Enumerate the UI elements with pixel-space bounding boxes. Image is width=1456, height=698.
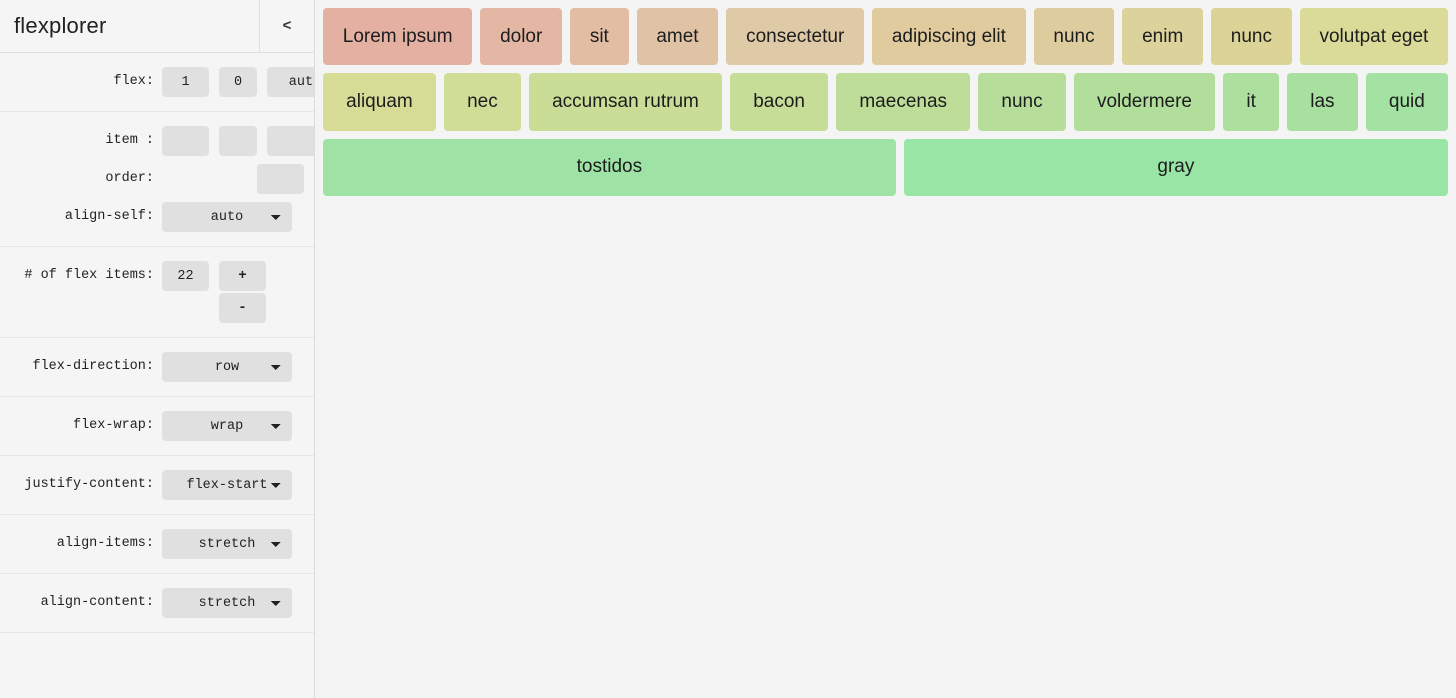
flex-item[interactable]: nec [443,73,521,131]
item-count-decrement-button[interactable]: - [219,293,266,323]
section-justify-content: justify-content: flex-startflex-endcente… [0,456,314,515]
flex-item[interactable]: nunc [1033,8,1115,66]
item-row: item : [0,122,314,160]
flex-item[interactable]: Lorem ipsum [323,8,473,66]
flex-item[interactable]: aliquam [323,73,436,131]
align-self-row: align-self: autoflex-startflex-endcenter… [0,198,314,236]
align-items-select[interactable]: flex-startflex-endcenterbaselinestretch [162,529,292,559]
flex-item[interactable]: bacon [730,73,829,131]
flex-item[interactable]: dolor [480,8,563,66]
align-content-label: align-content: [40,595,154,610]
flex-wrap-controls: nowrapwrapwrap-reverse [162,411,292,441]
order-row: order: [0,160,314,198]
align-self-select[interactable]: autoflex-startflex-endcenterbaselinestre… [162,202,292,232]
flex-wrap-label: flex-wrap: [72,418,154,433]
sidebar: flexplorer < flex: item : [0,0,315,698]
flex-item[interactable]: voldermere [1073,73,1216,131]
align-items-label: align-items: [56,536,154,551]
flex-direction-controls: rowrow-reversecolumncolumn-reverse [162,352,292,382]
section-align-content: align-content: flex-startflex-endcenters… [0,574,314,633]
flex-item[interactable]: enim [1122,8,1204,66]
justify-content-controls: flex-startflex-endcenterspace-betweenspa… [162,470,292,500]
item-label: item : [105,133,154,148]
order-controls [162,164,304,194]
sidebar-header: flexplorer < [0,0,314,53]
flex-item[interactable]: quid [1365,73,1448,131]
justify-content-select[interactable]: flex-startflex-endcenterspace-betweenspa… [162,470,292,500]
section-item-count: # of flex items: + - [0,247,314,338]
flex-item[interactable]: gray [903,138,1449,196]
flex-shrink-input[interactable] [219,67,257,97]
item-controls [162,126,314,156]
align-content-select[interactable]: flex-startflex-endcenterspace-betweenspa… [162,588,292,618]
justify-content-label: justify-content: [24,477,154,492]
flex-item[interactable]: maecenas [836,73,971,131]
chevron-left-icon[interactable]: < [259,0,314,53]
flex-item[interactable]: sit [570,8,629,66]
item-basis-input[interactable] [267,126,314,156]
flex-item[interactable]: amet [636,8,719,66]
item-grow-input[interactable] [162,126,209,156]
justify-content-row: justify-content: flex-startflex-endcente… [0,466,314,504]
section-item: item : order: align-self: autoflex-start… [0,112,314,247]
section-flex: flex: [0,53,314,112]
item-count-input[interactable] [162,261,209,291]
flex-grow-input[interactable] [162,67,209,97]
flex-item[interactable]: it [1223,73,1280,131]
align-items-row: align-items: flex-startflex-endcenterbas… [0,525,314,563]
flex-row: flex: [0,63,314,101]
item-count-row: # of flex items: + - [0,257,314,327]
align-self-controls: autoflex-startflex-endcenterbaselinestre… [162,202,292,232]
flex-direction-row: flex-direction: rowrow-reversecolumncolu… [0,348,314,386]
order-input[interactable] [257,164,304,194]
flex-wrap-select[interactable]: nowrapwrapwrap-reverse [162,411,292,441]
item-count-label: # of flex items: [24,268,154,283]
item-count-increment-button[interactable]: + [219,261,266,291]
flex-controls [162,67,314,97]
item-count-stepper: + - [219,261,266,323]
order-label: order: [105,171,154,186]
flex-item[interactable]: tostidos [323,138,896,196]
section-flex-direction: flex-direction: rowrow-reversecolumncolu… [0,338,314,397]
flex-direction-label: flex-direction: [32,359,154,374]
item-shrink-input[interactable] [219,126,257,156]
app-title: flexplorer [14,13,107,38]
flex-item[interactable]: volutpat eget [1299,8,1449,66]
align-content-row: align-content: flex-startflex-endcenters… [0,584,314,622]
flex-label: flex: [113,74,154,89]
flex-item[interactable]: nunc [1211,8,1292,66]
flex-direction-select[interactable]: rowrow-reversecolumncolumn-reverse [162,352,292,382]
align-items-controls: flex-startflex-endcenterbaselinestretch [162,529,292,559]
section-flex-wrap: flex-wrap: nowrapwrapwrap-reverse [0,397,314,456]
flex-item[interactable]: nunc [978,73,1066,131]
flex-basis-input[interactable] [267,67,314,97]
align-content-controls: flex-startflex-endcenterspace-betweenspa… [162,588,292,618]
flex-item[interactable]: adipiscing elit [872,8,1026,66]
flex-item[interactable]: las [1287,73,1358,131]
flex-wrap-row: flex-wrap: nowrapwrapwrap-reverse [0,407,314,445]
align-self-label: align-self: [64,209,154,224]
flex-item[interactable]: consectetur [726,8,865,66]
flex-item[interactable]: accumsan rutrum [528,73,723,131]
section-align-items: align-items: flex-startflex-endcenterbas… [0,515,314,574]
item-count-controls: + - [162,261,266,323]
